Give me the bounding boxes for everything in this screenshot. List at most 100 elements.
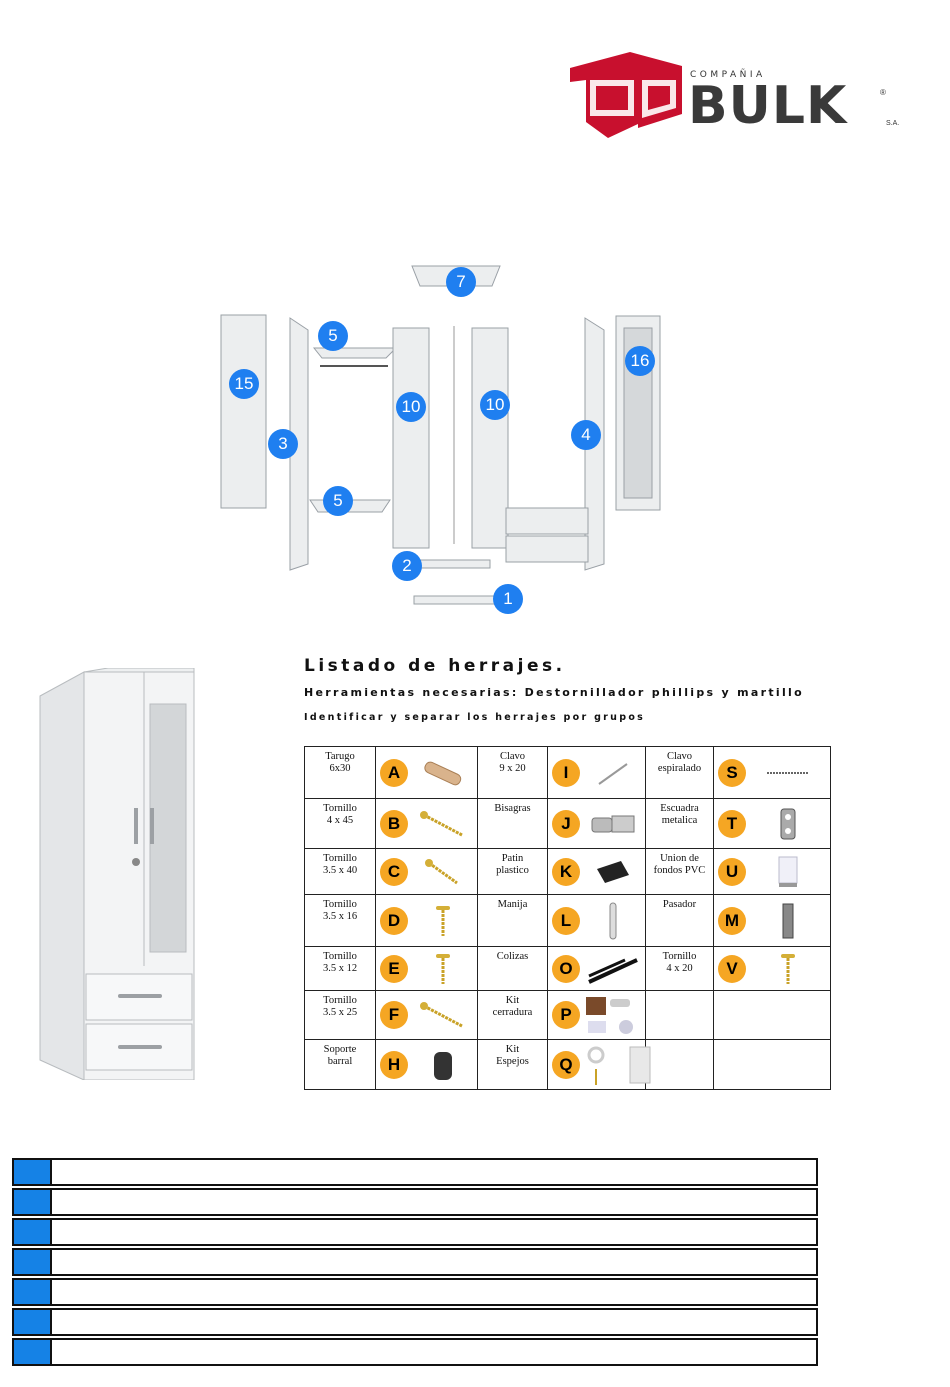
nail-icon	[580, 747, 645, 798]
hardware-code-badge: H	[380, 1050, 408, 1079]
hardware-code-badge: U	[718, 857, 746, 886]
hardware-code-badge: V	[718, 954, 746, 983]
part-description-cell	[52, 1250, 816, 1274]
part-description-cell	[52, 1160, 816, 1184]
hardware-name: Patin plastico	[496, 853, 529, 876]
hardware-name-cell: Tornillo 3.5 x 16	[304, 894, 376, 947]
hardware-code-cell: C	[375, 848, 478, 895]
hardware-name: Pasador	[662, 899, 697, 910]
part-badge: 7	[446, 267, 476, 297]
part-description-cell	[52, 1280, 816, 1304]
hardware-name: Escuadra metalica	[660, 803, 699, 826]
part-list-row	[12, 1248, 818, 1276]
hardware-code-cell: K	[547, 848, 646, 895]
hardware-code-badge: F	[380, 1001, 408, 1029]
part-badge: 4	[571, 420, 601, 450]
drawer-top	[505, 507, 589, 535]
hardware-name: Union de fondos PVC	[653, 853, 706, 876]
door-left-panel	[220, 314, 267, 509]
divider-left-panel	[392, 327, 430, 549]
logo-sa-text: S.A.	[886, 120, 900, 127]
hardware-name-cell: Union de fondos PVC	[645, 848, 714, 895]
hardware-name: Tornillo 4 x 20	[662, 951, 697, 974]
hardware-name-cell: Bisagras	[477, 798, 548, 849]
hardware-name-cell: Manija	[477, 894, 548, 947]
hardware-code-cell: P	[547, 990, 646, 1040]
hardware-code-cell: Q	[547, 1039, 651, 1090]
hardware-row: Soporte barral H Kit Espejos Q	[304, 1039, 831, 1090]
hardware-name: Tornillo 3.5 x 12	[322, 951, 358, 974]
hardware-name: Clavo espiralado	[657, 751, 702, 774]
hardware-code-cell: M	[713, 894, 831, 947]
part-number-cell	[14, 1340, 52, 1364]
hardware-name-cell: Tornillo 3.5 x 40	[304, 848, 376, 895]
pvc-joint-icon	[746, 849, 830, 894]
hardware-row: Tornillo 3.5 x 12 E Colizas O Tornillo 4 x 2…	[304, 946, 831, 991]
part-number-cell	[14, 1250, 52, 1274]
part-number-cell	[14, 1190, 52, 1214]
hardware-name: Tornillo 3.5 x 25	[322, 995, 358, 1018]
part-description-cell	[52, 1220, 816, 1244]
hardware-code-badge: A	[380, 758, 408, 787]
hardware-code-cell: B	[375, 798, 478, 849]
plastic-glide-icon	[580, 849, 645, 894]
drawer-slide-icon	[580, 947, 645, 990]
hardware-code-badge: I	[552, 758, 580, 787]
short-screw-icon	[746, 947, 830, 990]
instruction-text: Identificar y separar los herrajes por g…	[304, 712, 646, 723]
hardware-name-cell: Soporte barral	[304, 1039, 376, 1090]
hardware-name: Kit Espejos	[496, 1044, 529, 1067]
hardware-name-cell: Clavo espiralado	[645, 746, 714, 799]
part-badge: 3	[268, 429, 298, 459]
spiral-nail-icon	[746, 747, 830, 798]
hardware-name-cell: Pasador	[645, 894, 714, 947]
required-tools-text: Herramientas necesarias: Destornillador …	[304, 686, 804, 699]
base-front-panel	[419, 559, 491, 569]
part-number-cell	[14, 1220, 52, 1244]
hardware-code-cell: L	[547, 894, 646, 947]
hardware-code-badge: O	[552, 954, 580, 983]
hardware-code-badge: J	[552, 809, 580, 838]
hardware-code-badge: C	[380, 857, 408, 886]
part-list-row	[12, 1338, 818, 1366]
hardware-name: Colizas	[496, 951, 529, 962]
part-badge: 10	[396, 392, 426, 422]
hardware-name-cell: Kit cerradura	[477, 990, 548, 1040]
part-list-row	[12, 1158, 818, 1186]
hardware-name-cell: Colizas	[477, 946, 548, 991]
hardware-code-badge: B	[380, 809, 408, 838]
logo-registered-mark: ®	[880, 88, 886, 97]
hardware-name: Tornillo 4 x 45	[323, 803, 357, 826]
hardware-name-cell	[645, 990, 714, 1040]
latch-icon	[746, 895, 830, 946]
hardware-name: Soporte barral	[323, 1044, 357, 1067]
hardware-name-cell: Tornillo 4 x 20	[645, 946, 714, 991]
hardware-name-cell: Tornillo 3.5 x 12	[304, 946, 376, 991]
assembled-wardrobe-image	[39, 668, 195, 1080]
part-list-row	[12, 1308, 818, 1336]
part-description-cell	[52, 1340, 816, 1364]
hardware-code-badge: T	[718, 809, 746, 838]
part-badge: 5	[318, 321, 348, 351]
company-logo	[570, 52, 682, 138]
part-number-cell	[14, 1310, 52, 1334]
part-badge: 10	[480, 390, 510, 420]
hardware-name-cell: Tarugo 6x30	[304, 746, 376, 799]
rod-support-icon	[408, 1040, 477, 1089]
hardware-code-cell: D	[375, 894, 478, 947]
logo-brand-text: BULK	[688, 76, 848, 136]
hardware-name: Bisagras	[494, 803, 531, 814]
hardware-code-cell: A	[375, 746, 478, 799]
part-badge: 5	[323, 486, 353, 516]
handle-icon	[580, 895, 645, 946]
hardware-code-cell: J	[547, 798, 646, 849]
hardware-code-cell: O	[547, 946, 646, 991]
hardware-code-cell: F	[375, 990, 478, 1040]
hardware-code-cell	[713, 990, 831, 1040]
hardware-code-badge: S	[718, 758, 746, 787]
hardware-code-badge: E	[380, 954, 408, 983]
